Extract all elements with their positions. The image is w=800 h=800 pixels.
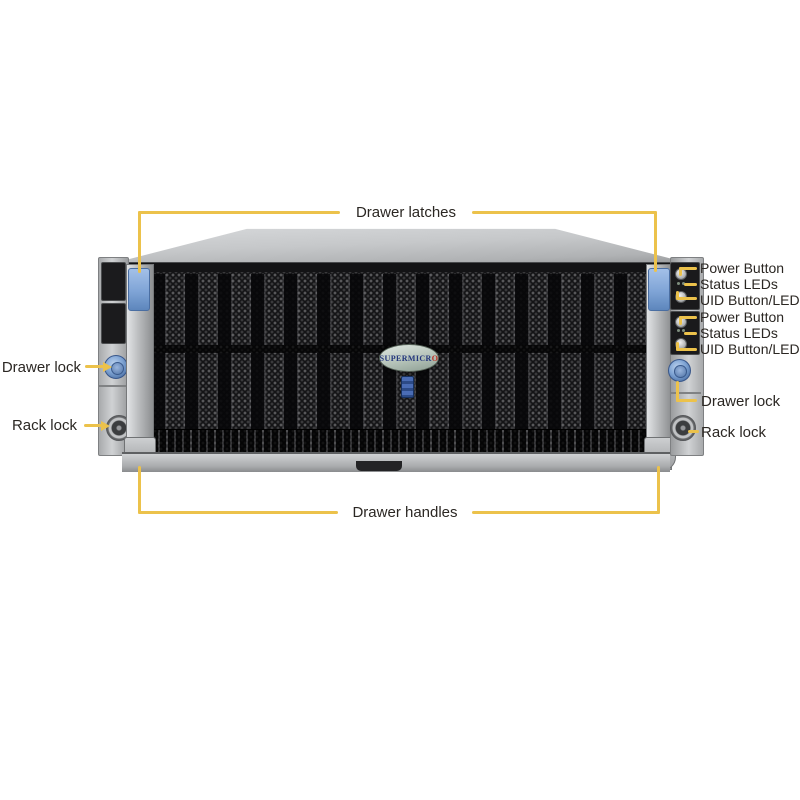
left-ear-vent-upper: [101, 262, 126, 301]
label-uid-button-lower: UID Button/LED: [700, 341, 800, 357]
callout-arrow-rack-lock-left: [101, 421, 110, 431]
status-led-icon: [682, 282, 685, 285]
callout-line-rack-lock-left: [84, 424, 103, 427]
mesh-bottom-band: [152, 429, 646, 456]
label-drawer-lock-left: Drawer lock: [1, 359, 81, 376]
supermicro-logo-text: SUPERMICRO: [379, 353, 439, 363]
status-led-icon: [677, 282, 680, 285]
callout-line-drawer-handles-right-rise: [657, 466, 660, 514]
callout-stub-power-lower: [679, 316, 682, 325]
callout-line-status-lower: [684, 332, 697, 335]
logo-accent-o: O: [431, 353, 439, 363]
left-ear-vent-lower: [101, 303, 126, 344]
status-led-icon: [682, 329, 685, 332]
callout-arrow-drawer-lock-left: [103, 362, 112, 372]
callout-stub-power-upper: [679, 267, 682, 276]
label-rack-lock-left: Rack lock: [11, 417, 77, 434]
supermicro-logo: SUPERMICRO: [379, 344, 439, 372]
label-drawer-handles: Drawer handles: [352, 504, 458, 521]
label-drawer-latches: Drawer latches: [355, 204, 457, 221]
drawer-latch-right: [648, 268, 670, 311]
label-drawer-lock-right: Drawer lock: [701, 393, 781, 410]
callout-line-status-upper: [684, 283, 697, 286]
drive-slot-row-upper: [152, 274, 646, 345]
label-uid-button-upper: UID Button/LED: [700, 292, 800, 308]
callout-line-drawer-handles-right: [472, 511, 660, 514]
callout-line-rack-lock-right: [688, 430, 699, 433]
label-power-button-upper: Power Button: [700, 260, 785, 276]
callout-line-drawer-lock-left: [85, 365, 105, 368]
label-rack-lock-right: Rack lock: [701, 424, 767, 441]
drawer-lock-knob-right: [668, 359, 691, 382]
drawer-latch-left: [128, 268, 150, 311]
callout-stub-uid-upper: [676, 291, 679, 300]
label-power-button-lower: Power Button: [700, 309, 785, 325]
callout-line-drawer-handles-left: [138, 511, 338, 514]
callout-line-uid-upper: [676, 297, 697, 300]
chassis-top-cover: [110, 228, 692, 264]
label-status-leds-lower: Status LEDs: [700, 325, 778, 341]
callout-line-drawer-latches-left: [138, 211, 340, 214]
callout-line-uid-lower: [676, 348, 697, 351]
left-ear-seam: [99, 385, 126, 387]
label-status-leds-upper: Status LEDs: [700, 276, 778, 292]
callout-line-drawer-lock-right: [676, 399, 697, 402]
blue-badge: [401, 376, 414, 398]
callout-line-drawer-lock-right-drop: [676, 381, 679, 402]
rack-lock-right: [670, 415, 696, 441]
callout-stub-uid-lower: [676, 342, 679, 351]
callout-line-power-lower: [679, 316, 697, 319]
drawer-lock-knob-left-center: [110, 361, 124, 375]
callout-line-power-upper: [679, 267, 697, 270]
drawer-lock-knob-right-center: [674, 365, 687, 378]
status-led-icon: [677, 329, 680, 332]
bottom-release-tab: [356, 461, 402, 471]
right-ear-seam: [671, 392, 701, 394]
callout-line-drawer-latches-right: [472, 211, 657, 214]
callout-line-drawer-handles-left-rise: [138, 466, 141, 514]
callout-line-drawer-latches-right-drop: [654, 211, 657, 272]
callout-line-drawer-latches-left-drop: [138, 211, 141, 273]
